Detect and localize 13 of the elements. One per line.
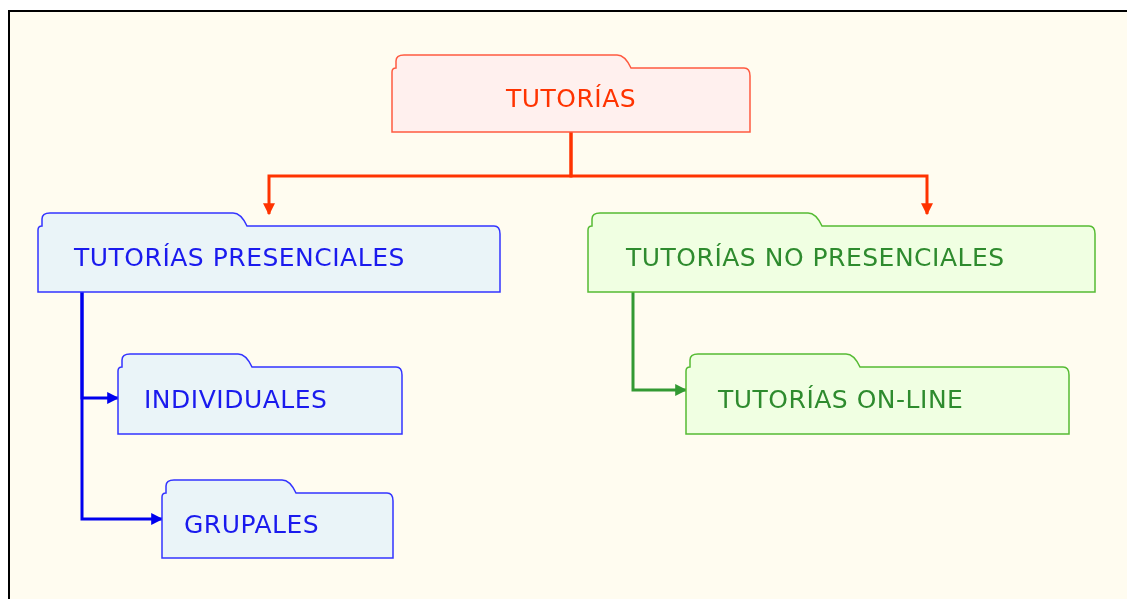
node-label: TUTORÍAS PRESENCIALES: [74, 243, 405, 272]
folder-box: [118, 354, 402, 434]
folder-box: [686, 354, 1069, 434]
node-label: GRUPALES: [184, 509, 320, 539]
folder-box: [38, 213, 500, 292]
node-label: INDIVIDUALES: [144, 384, 328, 414]
arrow: [569, 132, 933, 216]
node-label: TUTORÍAS NO PRESENCIALES: [626, 243, 1005, 272]
folder-box: [392, 55, 750, 132]
folder-box: [162, 480, 393, 558]
folder-box: [588, 213, 1095, 292]
node-label: TUTORÍAS ON-LINE: [718, 384, 964, 414]
node-label: TUTORÍAS: [504, 84, 638, 113]
